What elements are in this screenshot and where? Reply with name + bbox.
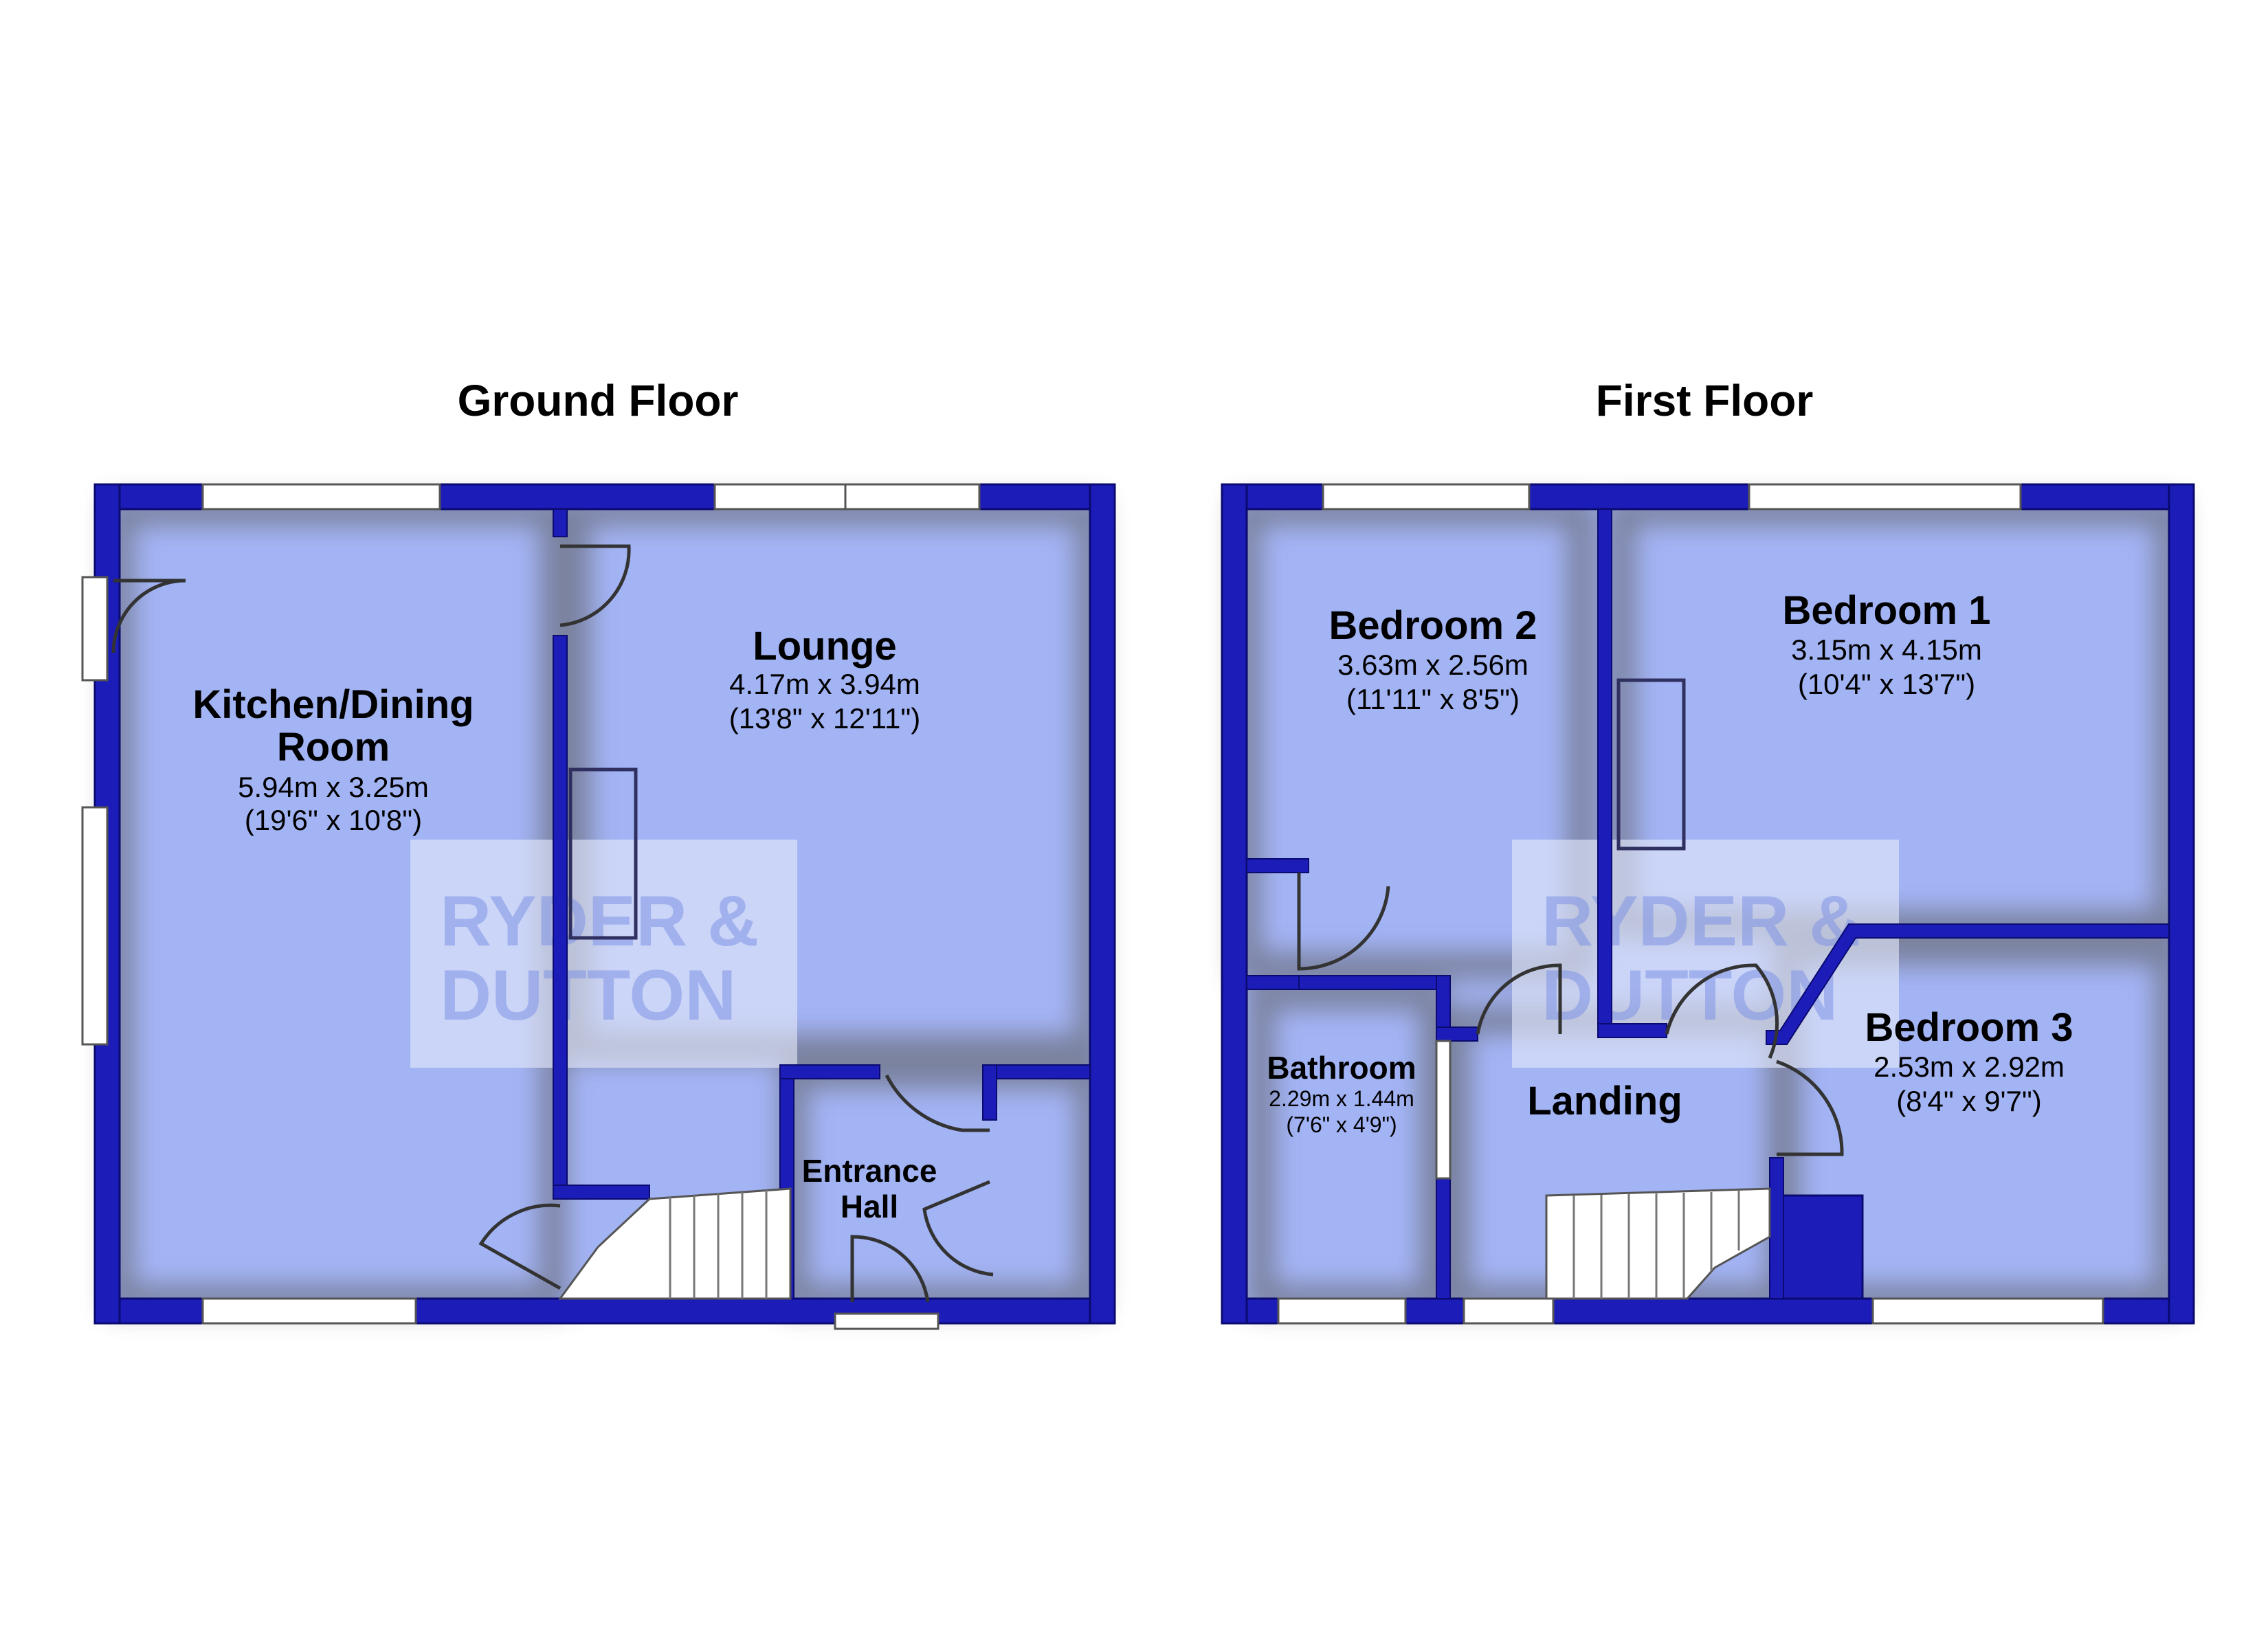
bedroom3-imperial: (8'4" x 9'7") — [1896, 1085, 2042, 1117]
door-swing — [1665, 963, 1779, 1059]
door-swing — [850, 1235, 930, 1303]
bedroom1-name: Bedroom 1 — [1783, 588, 1991, 633]
door-swing — [1476, 963, 1562, 1035]
door-swing — [885, 1074, 990, 1132]
door-swing — [559, 544, 631, 627]
first-floor-title: First Floor — [1596, 376, 1813, 425]
door-swing — [1297, 873, 1390, 971]
entrance-name-line1: Entrance — [802, 1153, 937, 1189]
window — [81, 806, 109, 1046]
first-doors — [1297, 873, 1844, 1156]
first-windows — [1277, 483, 2104, 1325]
ground-windows — [81, 483, 981, 1330]
door-swing — [478, 1203, 562, 1290]
bedroom2-metric: 3.63m x 2.56m — [1337, 649, 1528, 681]
window — [201, 483, 441, 511]
window — [713, 483, 847, 511]
lounge-imperial: (13'8" x 12'11") — [729, 702, 921, 734]
watermark-line1: RYDER & — [440, 882, 759, 961]
ground-doors — [111, 544, 994, 1303]
bathroom-name: Bathroom — [1267, 1050, 1416, 1086]
lounge-name: Lounge — [753, 624, 896, 669]
bedroom3-metric: 2.53m x 2.92m — [1874, 1051, 2065, 1083]
window — [844, 483, 981, 511]
bedroom2-name: Bedroom 2 — [1329, 603, 1537, 648]
window — [81, 576, 109, 682]
window — [1463, 1297, 1555, 1325]
bathroom-metric: 2.29m x 1.44m — [1269, 1086, 1414, 1111]
bedroom2-imperial: (11'11" x 8'5") — [1346, 683, 1520, 715]
window — [201, 1297, 417, 1325]
window — [1748, 483, 2022, 511]
bedroom1-metric: 3.15m x 4.15m — [1791, 633, 1982, 666]
bedroom3-name: Bedroom 3 — [1865, 1005, 2074, 1050]
window — [1871, 1297, 2104, 1325]
chimney-breast — [568, 767, 638, 940]
landing-name: Landing — [1527, 1079, 1682, 1123]
first-interior-walls — [1246, 508, 2170, 1299]
first-floor-plan: RYDER & DUTTON — [1221, 376, 2195, 1325]
watermark-line1: RYDER & — [1542, 882, 1860, 961]
door-swing — [111, 579, 186, 653]
ground-staircase — [558, 1187, 792, 1300]
kitchen-name-line2: Room — [277, 725, 390, 770]
window — [1277, 1297, 1407, 1325]
window — [1435, 1040, 1452, 1180]
ground-floor-title: Ground Floor — [458, 376, 739, 425]
kitchen-metric: 5.94m x 3.25m — [238, 771, 429, 803]
bedroom1-imperial: (10'4" x 13'7") — [1798, 668, 1975, 700]
door-swing — [922, 1180, 994, 1277]
lounge-metric: 4.17m x 3.94m — [729, 668, 920, 700]
entrance-name-line2: Hall — [841, 1189, 898, 1224]
door-swing — [1776, 1059, 1844, 1156]
kitchen-imperial: (19'6" x 10'8") — [245, 804, 422, 836]
window — [1322, 483, 1531, 511]
window — [834, 1312, 940, 1330]
ground-floor-plan: RYDER & DUTTON — [81, 376, 1116, 1330]
chimney-breast — [1616, 678, 1686, 851]
watermark-line2: DUTTON — [440, 956, 736, 1035]
first-staircase — [1545, 1187, 1771, 1300]
ground-watermark: RYDER & DUTTON — [410, 840, 797, 1068]
kitchen-name-line1: Kitchen/Dining — [192, 682, 474, 727]
bathroom-imperial: (7'6" x 4'9") — [1286, 1112, 1397, 1137]
cupboard — [1779, 1194, 1864, 1300]
